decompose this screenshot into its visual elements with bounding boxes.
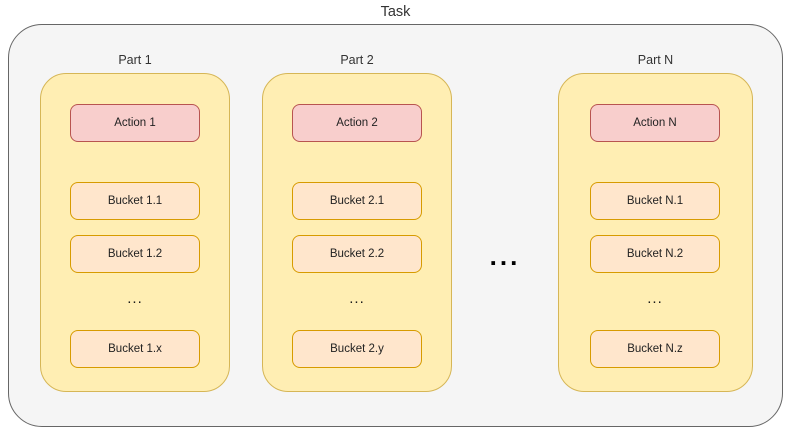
part-1-bucket-2[interactable]: Bucket 1.2 xyxy=(70,235,200,273)
part-2-ellipsis: ... xyxy=(349,290,365,307)
part-2-bucket-last[interactable]: Bucket 2.y xyxy=(292,330,422,368)
part-1-title: Part 1 xyxy=(118,53,152,67)
part-n-title: Part N xyxy=(637,53,674,67)
part-n-bucket-1[interactable]: Bucket N.1 xyxy=(590,182,720,220)
part-2-title: Part 2 xyxy=(340,53,374,67)
part-1-ellipsis: ... xyxy=(127,290,143,307)
part-n-bucket-last[interactable]: Bucket N.z xyxy=(590,330,720,368)
part-2-bucket-2[interactable]: Bucket 2.2 xyxy=(292,235,422,273)
part-1-action-box[interactable]: Action 1 xyxy=(70,104,200,142)
part-1-bucket-last[interactable]: Bucket 1.x xyxy=(70,330,200,368)
part-n-bucket-2[interactable]: Bucket N.2 xyxy=(590,235,720,273)
part-2-bucket-1[interactable]: Bucket 2.1 xyxy=(292,182,422,220)
part-n-action-box[interactable]: Action N xyxy=(590,104,720,142)
part-2-action-box[interactable]: Action 2 xyxy=(292,104,422,142)
part-n-ellipsis: ... xyxy=(647,290,663,307)
parts-ellipsis: ... xyxy=(489,241,521,271)
part-1-bucket-1[interactable]: Bucket 1.1 xyxy=(70,182,200,220)
task-title: Task xyxy=(380,4,411,20)
